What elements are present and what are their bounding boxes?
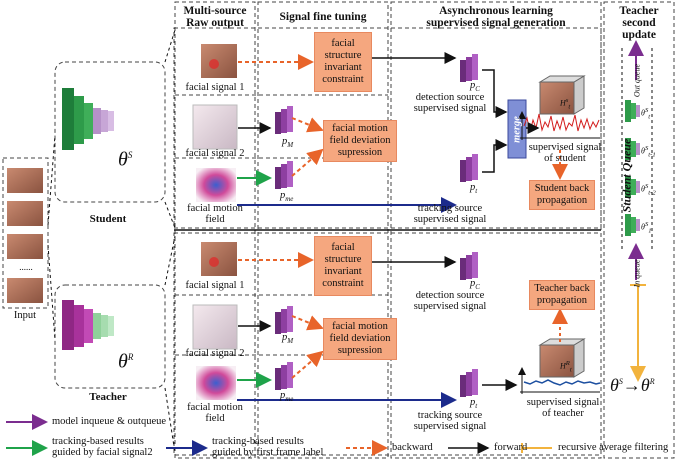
student-p-m: pM [282,136,294,150]
student-detection-label: detection source supervised signal [413,92,487,114]
student-network-icon [62,88,114,150]
student-row-frame [173,27,602,229]
student-p-me: pme [280,190,294,204]
input-face-1 [7,168,43,193]
teacher-tracking-label: tracking source supervised signal [413,410,487,432]
student-motion-suppression-box: facial motion field deviation supression [323,120,397,162]
theta-teacher: θR [118,350,134,373]
queue-theta-2: θSt-2 [641,183,656,197]
header-async-learning: Asynchronous learning supervised signal … [426,5,566,29]
teacher-p-t: pt [470,397,478,411]
teacher-h-label: HRt [560,360,572,374]
teacher-detection-label: detection source supervised signal [413,290,487,312]
teacher-arrows [237,252,568,408]
student-facial-signal-1: facial signal 1 [185,82,245,93]
col4-frame [603,1,675,459]
input-ellipsis: ...... [19,262,33,272]
legend-lines [6,414,552,456]
header-signal-tuning: Signal fine tuning [279,11,367,23]
student-queue-title: Student Queue [619,138,634,213]
teacher-p-c: pC [470,278,480,292]
feature-stacks [275,54,478,397]
teacher-structure-constraint-box: facial structure invariant constraint [314,236,372,296]
teacher-facial-signal-1: facial signal 1 [185,280,245,291]
teacher-supervised-signal-label: supervised signal of teacher [526,397,600,419]
input-face-2 [7,201,43,226]
teacher-network-icon [62,300,114,350]
legend-forward: forward [494,442,528,453]
student-p-c: pC [470,80,480,94]
teacher-signal-plot [518,367,601,394]
teacher-signal-images [192,242,238,400]
input-frame [2,157,49,309]
queue-theta-0: θSt [641,107,651,121]
legend-green: tracking-based results guided by facial … [52,436,153,458]
teacher-back-prop-box: Teacher back propagation [529,280,595,310]
teacher-p-m: pM [282,332,294,346]
header-teacher-update: Teacher second update [619,5,659,41]
student-structure-constraint-box: facial structure invariant constraint [314,32,372,92]
student-supervised-signal-label: supervised signal of student [528,142,602,164]
input-thumbnails [7,168,43,303]
student-model-frame [54,61,166,203]
teacher-p-me: pme [280,390,294,404]
in-queue-label: In queue [632,259,642,288]
student-h-label: Hst [560,97,571,111]
input-face-4 [7,278,43,303]
out-queue-label: Out queue [632,63,642,98]
student-signal-plot [518,111,600,140]
legend-navy: tracking-based results guided by first f… [212,436,324,458]
input-label: Input [13,310,37,321]
input-face-3 [7,234,43,259]
student-facial-signal-2: facial signal 2 [185,148,245,159]
student-tracking-label: tracking source supervised signal [413,203,487,225]
theta-student: θS [118,148,133,171]
teacher-label: Teacher [89,391,127,403]
teacher-motion-suppression-box: facial motion field deviation supression [323,318,397,360]
queue-theta-1: θSt-1 [641,145,656,159]
student-back-prop-box: Student back propagation [529,180,595,210]
input-connectors [47,29,176,454]
queue-theta-3: θS1 [641,221,652,235]
teacher-facial-motion-field: facial motion field [187,402,243,424]
student-label: Student [89,213,127,225]
teacher-facial-signal-2: facial signal 2 [185,348,245,359]
teacher-update-equation: θS→θR [610,375,655,395]
student-queue [621,40,653,280]
header-raw-output: Multi-source Raw output [183,5,247,29]
student-signal-images [192,44,238,202]
student-p-t: pt [470,182,478,196]
legend-backward: backward [392,442,433,453]
legend-purple: model inqueue & outqueue [52,416,167,427]
student-facial-motion-field: facial motion field [187,203,243,225]
h-cubes [538,75,586,378]
student-arrows [237,52,568,213]
legend-filter: recursive average filtering [558,442,669,453]
merge-label: merge [511,116,523,143]
